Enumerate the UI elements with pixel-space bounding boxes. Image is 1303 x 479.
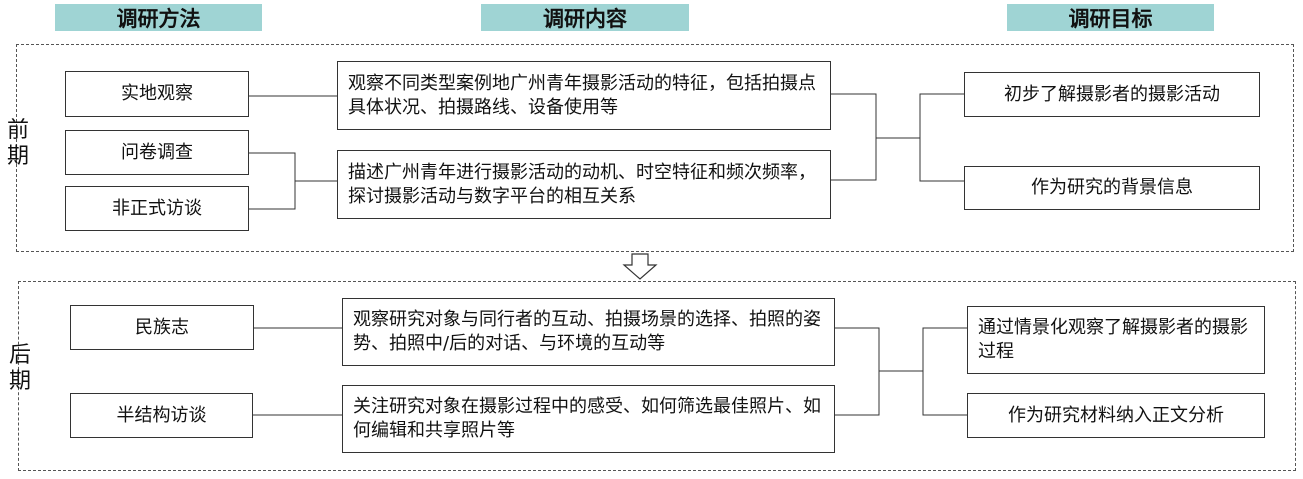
early-phase-label: 前期 xyxy=(6,118,29,169)
early-method-field-observation: 实地观察 xyxy=(65,71,249,117)
late-method-semi-structured-interview: 半结构访谈 xyxy=(70,393,253,438)
late-goal-2: 作为研究材料纳入正文分析 xyxy=(967,393,1265,438)
late-phase-panel xyxy=(18,281,1296,471)
late-content-1: 观察研究对象与同行者的互动、拍摄场景的选择、拍照的姿势、拍照中/后的对话、与环境… xyxy=(342,298,835,366)
early-goal-2: 作为研究的背景信息 xyxy=(964,166,1260,210)
header-method: 调研方法 xyxy=(55,4,262,31)
late-method-ethnography: 民族志 xyxy=(70,305,254,350)
late-goal-1: 通过情景化观察了解摄影者的摄影过程 xyxy=(967,306,1265,374)
header-content: 调研内容 xyxy=(481,4,689,31)
early-method-informal-interview: 非正式访谈 xyxy=(65,186,249,231)
late-phase-label: 后期 xyxy=(8,343,31,394)
early-goal-1: 初步了解摄影者的摄影活动 xyxy=(964,72,1260,117)
early-content-1: 观察不同类型案例地广州青年摄影活动的特征，包括拍摄点具体状况、拍摄路线、设备使用… xyxy=(337,61,831,130)
early-method-questionnaire: 问卷调查 xyxy=(65,130,249,175)
header-goal: 调研目标 xyxy=(1007,4,1214,31)
late-content-2: 关注研究对象在摄影过程中的感受、如何筛选最佳照片、如何编辑和共享照片等 xyxy=(342,385,835,453)
early-phase-panel xyxy=(16,44,1294,252)
down-arrow-icon xyxy=(622,253,658,280)
early-content-2: 描述广州青年进行摄影活动的动机、时空特征和频次频率，探讨摄影活动与数字平台的相互… xyxy=(337,150,831,219)
